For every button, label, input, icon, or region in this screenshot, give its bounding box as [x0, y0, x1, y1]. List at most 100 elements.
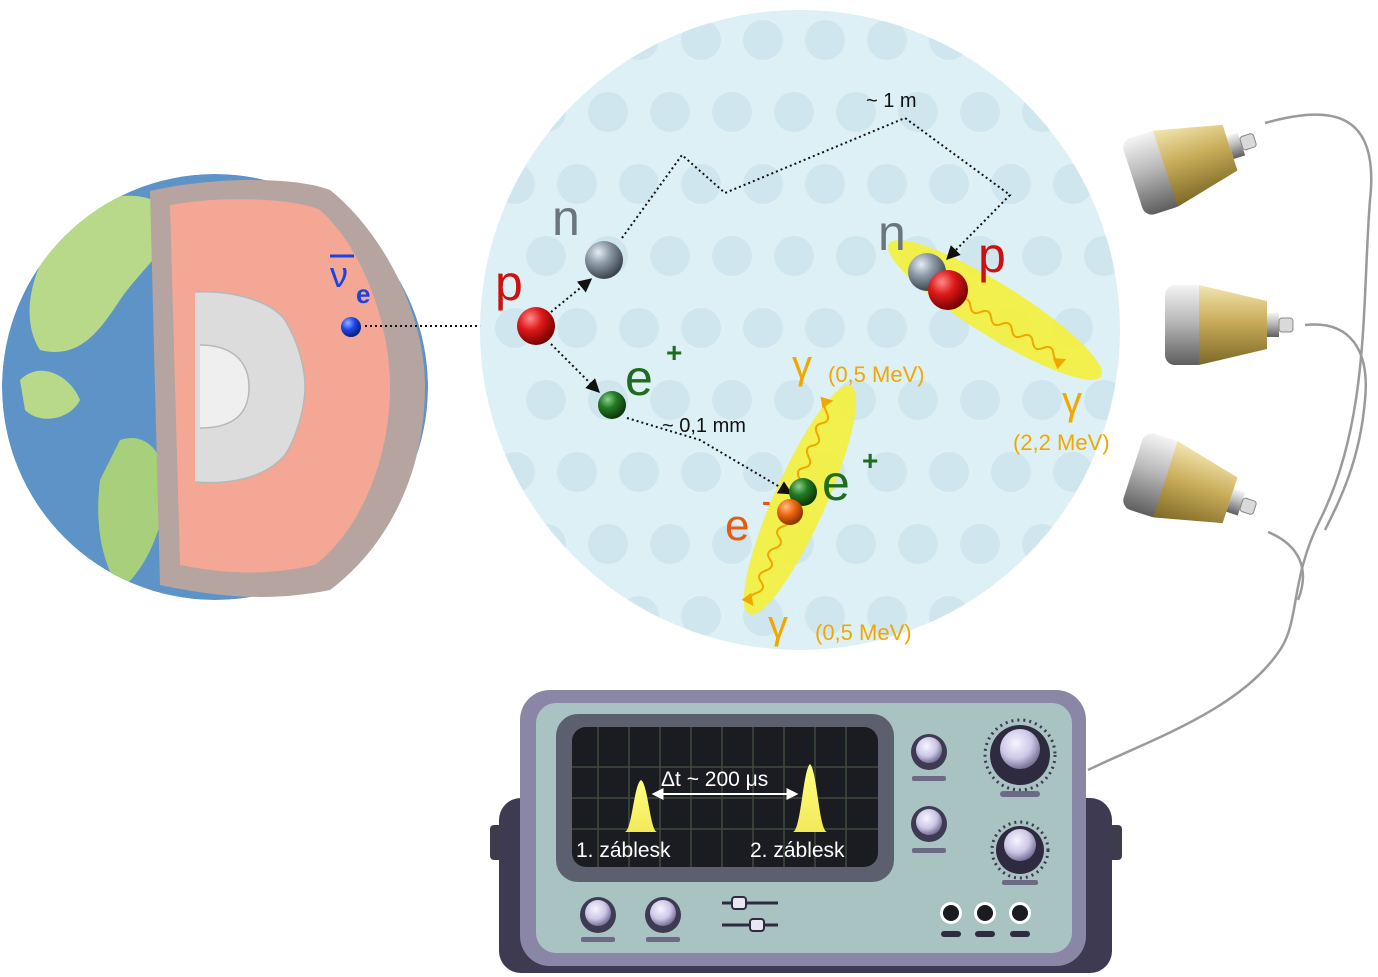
detector-dot: [1022, 92, 1062, 132]
detector-dot: [557, 164, 597, 204]
distance-positron-label: ~ 0,1 mm: [662, 415, 746, 437]
detector-dot: [960, 92, 1000, 132]
detector-dot: [557, 308, 597, 348]
knob-bottom-left[interactable]: [580, 897, 616, 942]
detector-dot: [557, 452, 597, 492]
detector-dot: [991, 20, 1031, 60]
detector-dot: [495, 596, 535, 636]
knob-large-top[interactable]: [983, 718, 1057, 797]
slider-switch-bottom[interactable]: [722, 918, 778, 932]
gamma-capture-symbol: γ: [1062, 379, 1082, 423]
detector-dot: [557, 596, 597, 636]
neutrino-subscript: e: [356, 279, 370, 309]
detector-dot: [867, 308, 907, 348]
detector-dot: [805, 596, 845, 636]
earth: [2, 174, 428, 600]
detector-dot: [495, 164, 535, 204]
detector-dot: [991, 164, 1031, 204]
detector-dot: [836, 524, 876, 564]
gamma-bottom-symbol: γ: [768, 603, 788, 647]
detector-dot: [526, 380, 566, 420]
detector-dot: [712, 92, 752, 132]
detector-dot: [681, 164, 721, 204]
gamma-ray-annihilation-down: [741, 514, 791, 606]
positron-path-arrow: [626, 417, 793, 495]
knob-large-bottom[interactable]: [990, 820, 1050, 885]
flash-peak-1: [625, 780, 657, 832]
detector-dot: [712, 236, 752, 276]
distance-neutron-label: ~ 1 m: [866, 90, 917, 112]
knob-small-top[interactable]: [911, 734, 947, 781]
detector-dot: [929, 20, 969, 60]
neutron-capture-label: n: [878, 205, 906, 261]
flash-peak-2: [793, 764, 827, 832]
detector-dot: [1053, 596, 1093, 636]
detector-dot: [867, 452, 907, 492]
earth-inner-core: [200, 345, 249, 428]
detector-dot: [1053, 164, 1093, 204]
detector-dot: [650, 524, 690, 564]
detector-dot: [960, 524, 1000, 564]
detector-dot: [991, 596, 1031, 636]
detector-dot: [898, 524, 938, 564]
antineutrino-particle: [341, 317, 361, 337]
detector-dot: [526, 524, 566, 564]
detector-dot: [1053, 20, 1093, 60]
detector-dot: [774, 236, 814, 276]
detector-dot: [805, 308, 845, 348]
detector-dot: [867, 596, 907, 636]
detector-dot: [929, 164, 969, 204]
slider-switch-top[interactable]: [722, 896, 778, 910]
detector-dot: [836, 236, 876, 276]
detector-dot: [619, 164, 659, 204]
positron-label: e: [625, 350, 653, 406]
detector-dot: [898, 92, 938, 132]
gamma-ray-capture: [959, 297, 1067, 370]
detector-dot: [681, 308, 721, 348]
detector-dot: [495, 452, 535, 492]
detector-dot: [1022, 236, 1062, 276]
detector-dot: [1053, 452, 1093, 492]
detector-dot: [619, 596, 659, 636]
detector-dot: [681, 596, 721, 636]
gamma-top-energy: (0,5 MeV): [828, 362, 925, 387]
detector-dot: [619, 20, 659, 60]
detector-dot: [836, 92, 876, 132]
antineutrino-label: ν e: [330, 254, 370, 309]
proton-to-neutron-arrow: [550, 278, 593, 313]
detector-dot: [743, 308, 783, 348]
input-jack-3[interactable]: [1009, 902, 1031, 937]
earth-outer-core: [195, 291, 305, 483]
detector-dot: [526, 92, 566, 132]
knob-bottom-second[interactable]: [645, 897, 681, 942]
knob-small-middle[interactable]: [911, 806, 947, 853]
flash-1-label: 1. záblesk: [576, 839, 671, 862]
annihilation-positron-label: e: [822, 455, 850, 511]
detector-dot: [1022, 380, 1062, 420]
photomultiplier-2: [1165, 285, 1294, 365]
proton-label: p: [495, 255, 523, 311]
detector-dot: [1084, 380, 1120, 420]
input-jack-2[interactable]: [974, 902, 996, 937]
flash-2-label: 2. záblesk: [750, 839, 845, 862]
detector-dot: [1084, 236, 1120, 276]
oscilloscope: Δt ~ 200 μs 1. záblesk 2. záblesk: [490, 690, 1122, 973]
detector-dot: [898, 380, 938, 420]
detector-dot: [650, 236, 690, 276]
neutrino-symbol: ν: [330, 254, 348, 295]
detector-dot: [619, 308, 659, 348]
detector-dot: [929, 308, 969, 348]
capture-proton: [928, 270, 968, 310]
detector-dot: [805, 164, 845, 204]
electron-label: e: [725, 501, 749, 550]
detector-dot: [712, 524, 752, 564]
input-jack-1[interactable]: [940, 902, 962, 937]
detector-dot: [991, 452, 1031, 492]
neutron-random-walk: [621, 116, 1012, 260]
delta-t-label: Δt ~ 200 μs: [661, 768, 768, 791]
detector-dot: [929, 452, 969, 492]
detector-dot: [495, 20, 535, 60]
detector-dot: [712, 380, 752, 420]
detector-dot: [774, 92, 814, 132]
